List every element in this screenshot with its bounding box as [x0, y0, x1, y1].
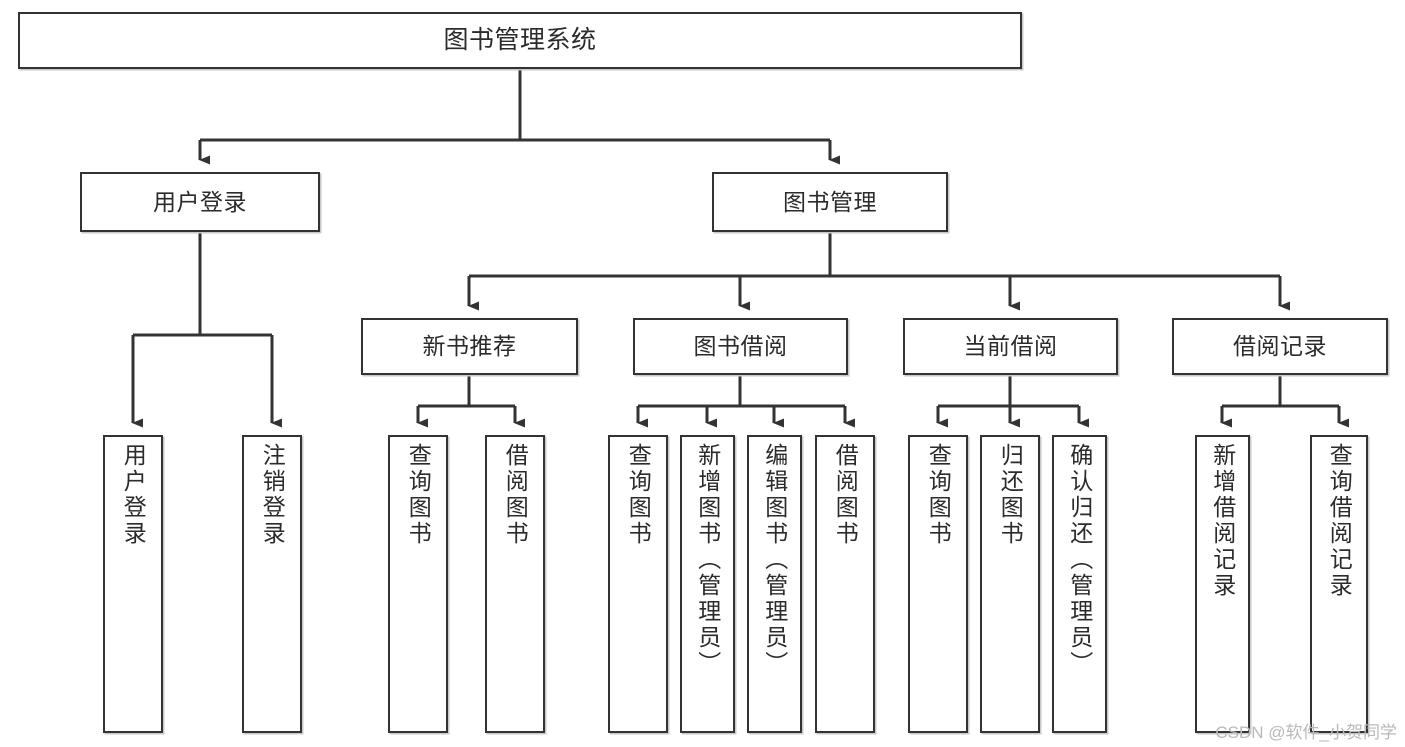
node-leaf-query-borrow-record[interactable]: 查询借阅记录 [1310, 435, 1368, 733]
csdn-watermark: CSDN @软件_小贺同学 [1215, 723, 1397, 742]
node-new-book-recommend[interactable]: 新书推荐 [361, 318, 578, 375]
node-leaf-logout[interactable]: 注销登录 [242, 435, 302, 733]
node-leaf-query-book-1[interactable]: 查询图书 [388, 435, 448, 733]
node-current-borrow[interactable]: 当前借阅 [903, 318, 1118, 375]
node-current-borrow-label: 当前借阅 [963, 333, 1058, 360]
node-borrow-record[interactable]: 借阅记录 [1172, 318, 1388, 375]
node-leaf-edit-book-label: 编辑图书（管理员） [761, 443, 788, 677]
node-leaf-borrow-book-2[interactable]: 借阅图书 [815, 435, 875, 733]
node-book-borrow[interactable]: 图书借阅 [633, 318, 848, 375]
node-leaf-add-borrow-record-label: 新增借阅记录 [1209, 443, 1236, 599]
node-leaf-confirm-return-label: 确认归还（管理员） [1066, 443, 1093, 677]
node-book-borrow-label: 图书借阅 [693, 333, 788, 360]
node-leaf-add-borrow-record[interactable]: 新增借阅记录 [1195, 435, 1250, 733]
node-leaf-user-login-label: 用户登录 [120, 443, 147, 547]
node-leaf-query-book-3-label: 查询图书 [925, 443, 952, 547]
node-leaf-query-book-2-label: 查询图书 [625, 443, 652, 547]
node-leaf-confirm-return[interactable]: 确认归还（管理员） [1052, 435, 1107, 733]
node-leaf-query-borrow-record-label: 查询借阅记录 [1326, 443, 1353, 599]
node-leaf-user-login[interactable]: 用户登录 [103, 435, 163, 733]
node-leaf-borrow-book-2-label: 借阅图书 [832, 443, 859, 547]
node-leaf-borrow-book-1[interactable]: 借阅图书 [485, 435, 545, 733]
node-leaf-edit-book[interactable]: 编辑图书（管理员） [747, 435, 802, 733]
node-leaf-query-book-1-label: 查询图书 [405, 443, 432, 547]
node-user-login-label: 用户登录 [153, 188, 247, 215]
node-leaf-query-book-3[interactable]: 查询图书 [908, 435, 968, 733]
node-root[interactable]: 图书管理系统 [18, 12, 1022, 69]
node-book-manage[interactable]: 图书管理 [712, 172, 948, 232]
node-user-login[interactable]: 用户登录 [80, 172, 320, 232]
node-leaf-query-book-2[interactable]: 查询图书 [608, 435, 668, 733]
node-leaf-add-book[interactable]: 新增图书（管理员） [680, 435, 735, 733]
node-leaf-logout-label: 注销登录 [259, 443, 286, 547]
node-leaf-add-book-label: 新增图书（管理员） [694, 443, 721, 677]
node-borrow-record-label: 借阅记录 [1233, 333, 1327, 360]
node-leaf-return-book-label: 归还图书 [997, 443, 1024, 547]
node-leaf-return-book[interactable]: 归还图书 [980, 435, 1040, 733]
node-new-book-recommend-label: 新书推荐 [422, 333, 517, 360]
node-book-manage-label: 图书管理 [783, 188, 877, 215]
node-leaf-borrow-book-1-label: 借阅图书 [502, 443, 529, 547]
node-root-label: 图书管理系统 [443, 26, 597, 55]
